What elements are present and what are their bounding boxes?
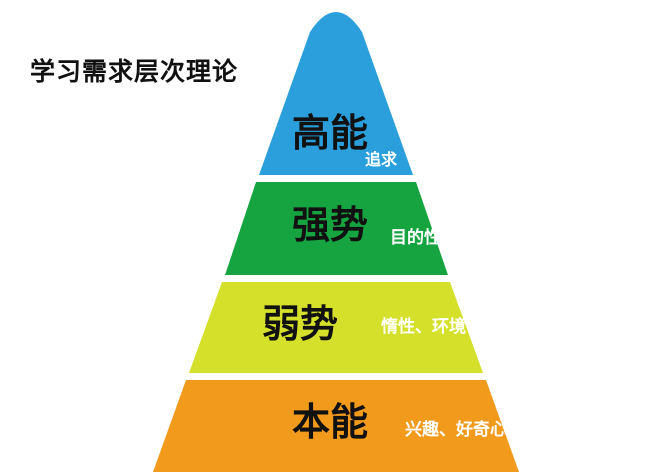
level-2-note: 目的性 [390, 227, 441, 248]
level-3-note: 惰性、环境 [381, 316, 466, 337]
level-3-label: 弱势 [262, 302, 338, 346]
pyramid-level-3 [189, 282, 483, 373]
pyramid-level-base [153, 380, 519, 472]
level-top-label: 高能 [292, 111, 368, 155]
pyramid-level-2 [225, 182, 448, 275]
pyramid-level-top [259, 12, 413, 175]
level-base-label: 本能 [292, 400, 368, 444]
diagram-title: 学习需求层次理论 [30, 57, 239, 86]
level-base-note: 兴趣、好奇心 [405, 419, 507, 440]
level-top-note: 追求 [365, 150, 398, 169]
level-2-label: 强势 [292, 203, 368, 247]
